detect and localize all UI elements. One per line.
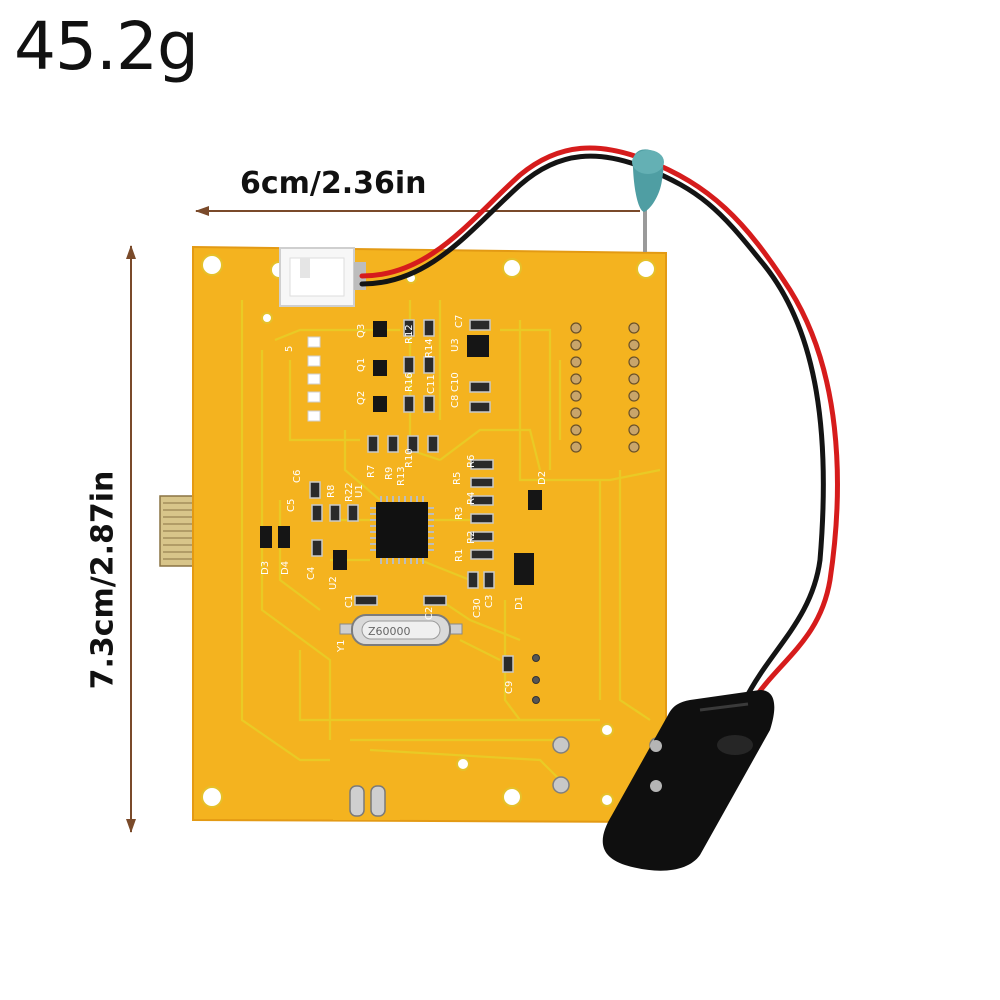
- label-c9: C9: [504, 681, 515, 694]
- power-connector: [279, 247, 366, 307]
- label-r13: R13: [396, 466, 407, 486]
- label-c1: C1: [344, 595, 355, 608]
- label-c6: C6: [292, 470, 303, 483]
- label-crystal: Z60000: [368, 625, 411, 638]
- label-r3: R3: [454, 507, 465, 520]
- label-c7: C7: [454, 315, 465, 328]
- label-q1: Q1: [356, 358, 367, 372]
- label-u3: U3: [450, 338, 461, 352]
- label-q2: Q2: [356, 391, 367, 405]
- label-r22: R22: [344, 482, 355, 502]
- label-r10: R10: [404, 448, 415, 468]
- label-d4: D4: [280, 561, 291, 575]
- label-r6: R6: [466, 455, 477, 468]
- label-r1: R1: [454, 549, 465, 562]
- label-j5: 5: [284, 346, 295, 352]
- label-q3: Q3: [356, 324, 367, 338]
- crystal-y1: [339, 614, 463, 646]
- width-dimension-label: 6cm/2.36in: [240, 166, 427, 201]
- pcb-board: [192, 245, 667, 824]
- label-c30: C30: [472, 598, 483, 618]
- label-u1: U1: [354, 484, 365, 498]
- side-connector: [159, 495, 197, 567]
- label-r7: R7: [366, 465, 377, 478]
- label-r4: R4: [466, 492, 477, 505]
- label-r9: R9: [384, 467, 395, 480]
- label-d1: D1: [514, 596, 525, 610]
- label-r8: R8: [326, 485, 337, 498]
- label-r12: R12: [404, 324, 415, 344]
- battery-snap: [602, 690, 775, 871]
- label-c4: C4: [306, 567, 317, 580]
- label-c5: C5: [286, 499, 297, 512]
- label-r5: R5: [452, 472, 463, 485]
- label-d3: D3: [260, 561, 271, 575]
- label-c8: C8: [450, 395, 461, 408]
- label-r2: R2: [466, 531, 477, 544]
- label-c3: C3: [484, 595, 495, 608]
- weight-label: 45.2g: [14, 8, 199, 85]
- label-u2: U2: [328, 576, 339, 590]
- probe-wires: [359, 145, 840, 705]
- label-y1: Y1: [336, 640, 347, 653]
- ic-u1: [370, 496, 434, 564]
- probe: [632, 149, 664, 252]
- label-c2: C2: [424, 607, 435, 620]
- label-r14: R14: [424, 338, 435, 358]
- label-d2: D2: [537, 471, 548, 485]
- label-c11: C11: [426, 374, 437, 394]
- label-c10: C10: [450, 372, 461, 392]
- label-r16: R16: [404, 372, 415, 392]
